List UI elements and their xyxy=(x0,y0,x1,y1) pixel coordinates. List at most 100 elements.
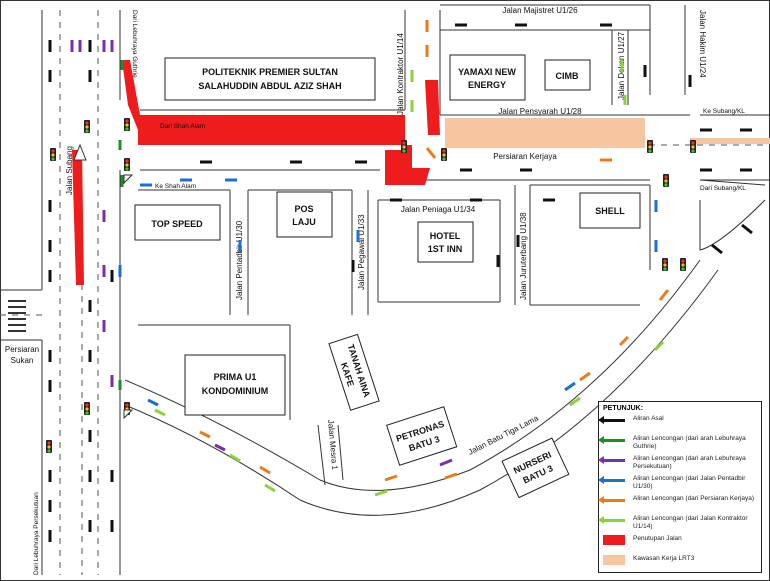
shell-building xyxy=(579,192,641,229)
traffic-light-icon xyxy=(124,158,130,171)
traffic-light-icon xyxy=(441,148,447,161)
legend-label: Penutupan Jalan xyxy=(633,535,682,542)
yamaxi-building xyxy=(449,54,526,101)
label-majistret: Jalan Majistret U1/26 xyxy=(502,6,578,15)
prima-label-2: KONDOMINIUM xyxy=(202,386,269,396)
flow-arrows xyxy=(48,20,753,542)
label-sukan-2: Sukan xyxy=(11,356,34,365)
legend-item: Aliran Lencongan (dari Jalan Kontraktor … xyxy=(598,515,757,533)
pos-laju-label-2: LAJU xyxy=(292,217,316,227)
arrow-guthrie-detour xyxy=(118,60,124,390)
label-sukan-1: Persiaran xyxy=(5,345,39,354)
label-dari-persekutuan: Dari Lebuhraya Persekutuan xyxy=(33,492,40,575)
label-dari-guthrie: Dari Lebuhraya Guthrie xyxy=(131,10,138,78)
label-pentadbir: Jalan Pentadbir U1/30 xyxy=(235,220,244,300)
arrow-kerjaya-detour xyxy=(199,20,670,482)
legend-item: Penutupan Jalan xyxy=(603,535,757,553)
legend-arrow-icon xyxy=(598,496,625,504)
label-subang: Jalan Subang xyxy=(65,146,74,195)
traffic-light-icon xyxy=(663,174,669,187)
label-kerjaya: Persiaran Kerjaya xyxy=(493,152,557,161)
traffic-lights xyxy=(46,118,696,453)
shell-label: SHELL xyxy=(595,206,625,216)
top-speed-label: TOP SPEED xyxy=(151,219,203,229)
nurseri-building xyxy=(501,437,570,499)
lrt3-work-area xyxy=(445,118,645,148)
traffic-light-icon xyxy=(662,258,668,271)
top-speed-building xyxy=(134,204,221,241)
zebra-crossing xyxy=(8,300,26,332)
label-ke-subang-kl: Ke Subang/KL xyxy=(703,108,745,115)
hotel-label-1: HOTEL xyxy=(430,231,461,241)
cimb-label: CIMB xyxy=(556,71,579,81)
yamaxi-label-2: ENERGY xyxy=(468,80,506,90)
legend-item: Aliran Lencongan (dari arah Lebuhraya Gu… xyxy=(598,435,757,453)
triangle-marker-icon xyxy=(123,174,134,185)
traffic-light-icon xyxy=(50,148,56,161)
arrow-kontraktor-detour xyxy=(154,60,665,497)
arrow-persekutuan-detour xyxy=(70,40,453,467)
label-pensyarah: Jalan Pensyarah U1/28 xyxy=(498,107,582,116)
traffic-light-icon xyxy=(46,440,52,453)
legend-item: Aliran Asal xyxy=(598,415,757,433)
legend-label: Aliran Lencongan (dari Persiaran Kerjaya… xyxy=(633,495,755,502)
traffic-light-icon xyxy=(84,402,90,415)
road-closures xyxy=(72,60,440,285)
politeknik-label-1: POLITEKNIK PREMIER SULTAN xyxy=(202,67,338,77)
road-markers xyxy=(73,143,134,420)
traffic-light-icon xyxy=(401,140,407,153)
legend-label: Aliran Lencongan (dari arah Lebuhraya Pe… xyxy=(633,455,746,470)
traffic-light-icon xyxy=(84,120,90,133)
tanah-aina-building xyxy=(328,333,380,411)
label-kontraktor: Jalan Kontraktor U1/14 xyxy=(396,33,405,115)
politeknik-label-2: SALAHUDDIN ABDUL AZIZ SHAH xyxy=(198,81,341,91)
prima-building xyxy=(184,354,286,416)
label-dari-subang-kl: Dari Subang/KL xyxy=(700,185,746,192)
traffic-light-icon xyxy=(124,118,130,131)
legend-arrow-icon xyxy=(598,516,625,524)
legend-item: Aliran Lencongan (dari arah Lebuhraya Pe… xyxy=(598,455,757,473)
politeknik-building xyxy=(164,57,376,101)
triangle-marker-icon xyxy=(123,409,134,420)
triangle-marker-icon xyxy=(73,143,87,161)
legend-title: PETUNJUK: xyxy=(603,405,644,412)
legend-arrow-icon xyxy=(598,456,625,464)
pos-laju-label-1: POS xyxy=(294,204,313,214)
legend-swatch xyxy=(603,535,625,545)
legend-label: Aliran Lencongan (dari Jalan Pentadbir U… xyxy=(633,475,746,490)
pos-laju-building xyxy=(276,191,333,238)
legend-swatch xyxy=(603,555,625,565)
traffic-light-icon xyxy=(680,258,686,271)
legend-item: Kawasan Kerja LRT3 xyxy=(603,555,757,573)
legend-label: Aliran Lencongan (dari Jalan Kontraktor … xyxy=(633,515,748,530)
yamaxi-label-1: YAMAXI NEW xyxy=(458,67,516,77)
traffic-light-icon xyxy=(690,140,696,153)
label-dari-shah-alam: Dari Shah Alam xyxy=(160,123,205,130)
label-peniaga: Jalan Peniaga U1/34 xyxy=(401,205,476,214)
legend-label: Aliran Lencongan (dari arah Lebuhraya Gu… xyxy=(633,435,746,450)
legend-label: Aliran Asal xyxy=(633,415,664,422)
label-juruterbang: Jalan Juruterbang U1/38 xyxy=(519,212,528,300)
label-pegawai: Jalan Pegawai U1/33 xyxy=(357,214,366,290)
legend-label: Kawasan Kerja LRT3 xyxy=(633,555,695,562)
hotel-label-2: 1ST INN xyxy=(428,244,463,254)
lrt3-work-area-east xyxy=(690,138,770,144)
direction-labels: Dari Lebuhraya Guthrie Dari Shah Alam Ke… xyxy=(33,10,746,575)
legend-arrow-icon xyxy=(598,476,625,484)
legend-item: Aliran Lencongan (dari Jalan Pentadbir U… xyxy=(598,475,757,493)
label-hakim: Jalan Hakim U1/24 xyxy=(698,10,707,78)
label-mesra: Jalan Mesra 1 xyxy=(326,419,339,470)
arrow-original-flow xyxy=(48,23,753,542)
legend-arrow-icon xyxy=(598,436,625,444)
road-outlines xyxy=(0,4,770,575)
label-ke-shah-alam: Ke Shah Alam xyxy=(155,183,196,190)
petronas-building xyxy=(386,406,458,466)
arrow-pentadbir-detour xyxy=(118,178,658,407)
legend-item: Aliran Lencongan (dari Persiaran Kerjaya… xyxy=(598,495,757,513)
prima-label-1: PRIMA U1 xyxy=(214,372,257,382)
traffic-light-icon xyxy=(647,140,653,153)
legend-arrow-icon xyxy=(598,416,625,424)
